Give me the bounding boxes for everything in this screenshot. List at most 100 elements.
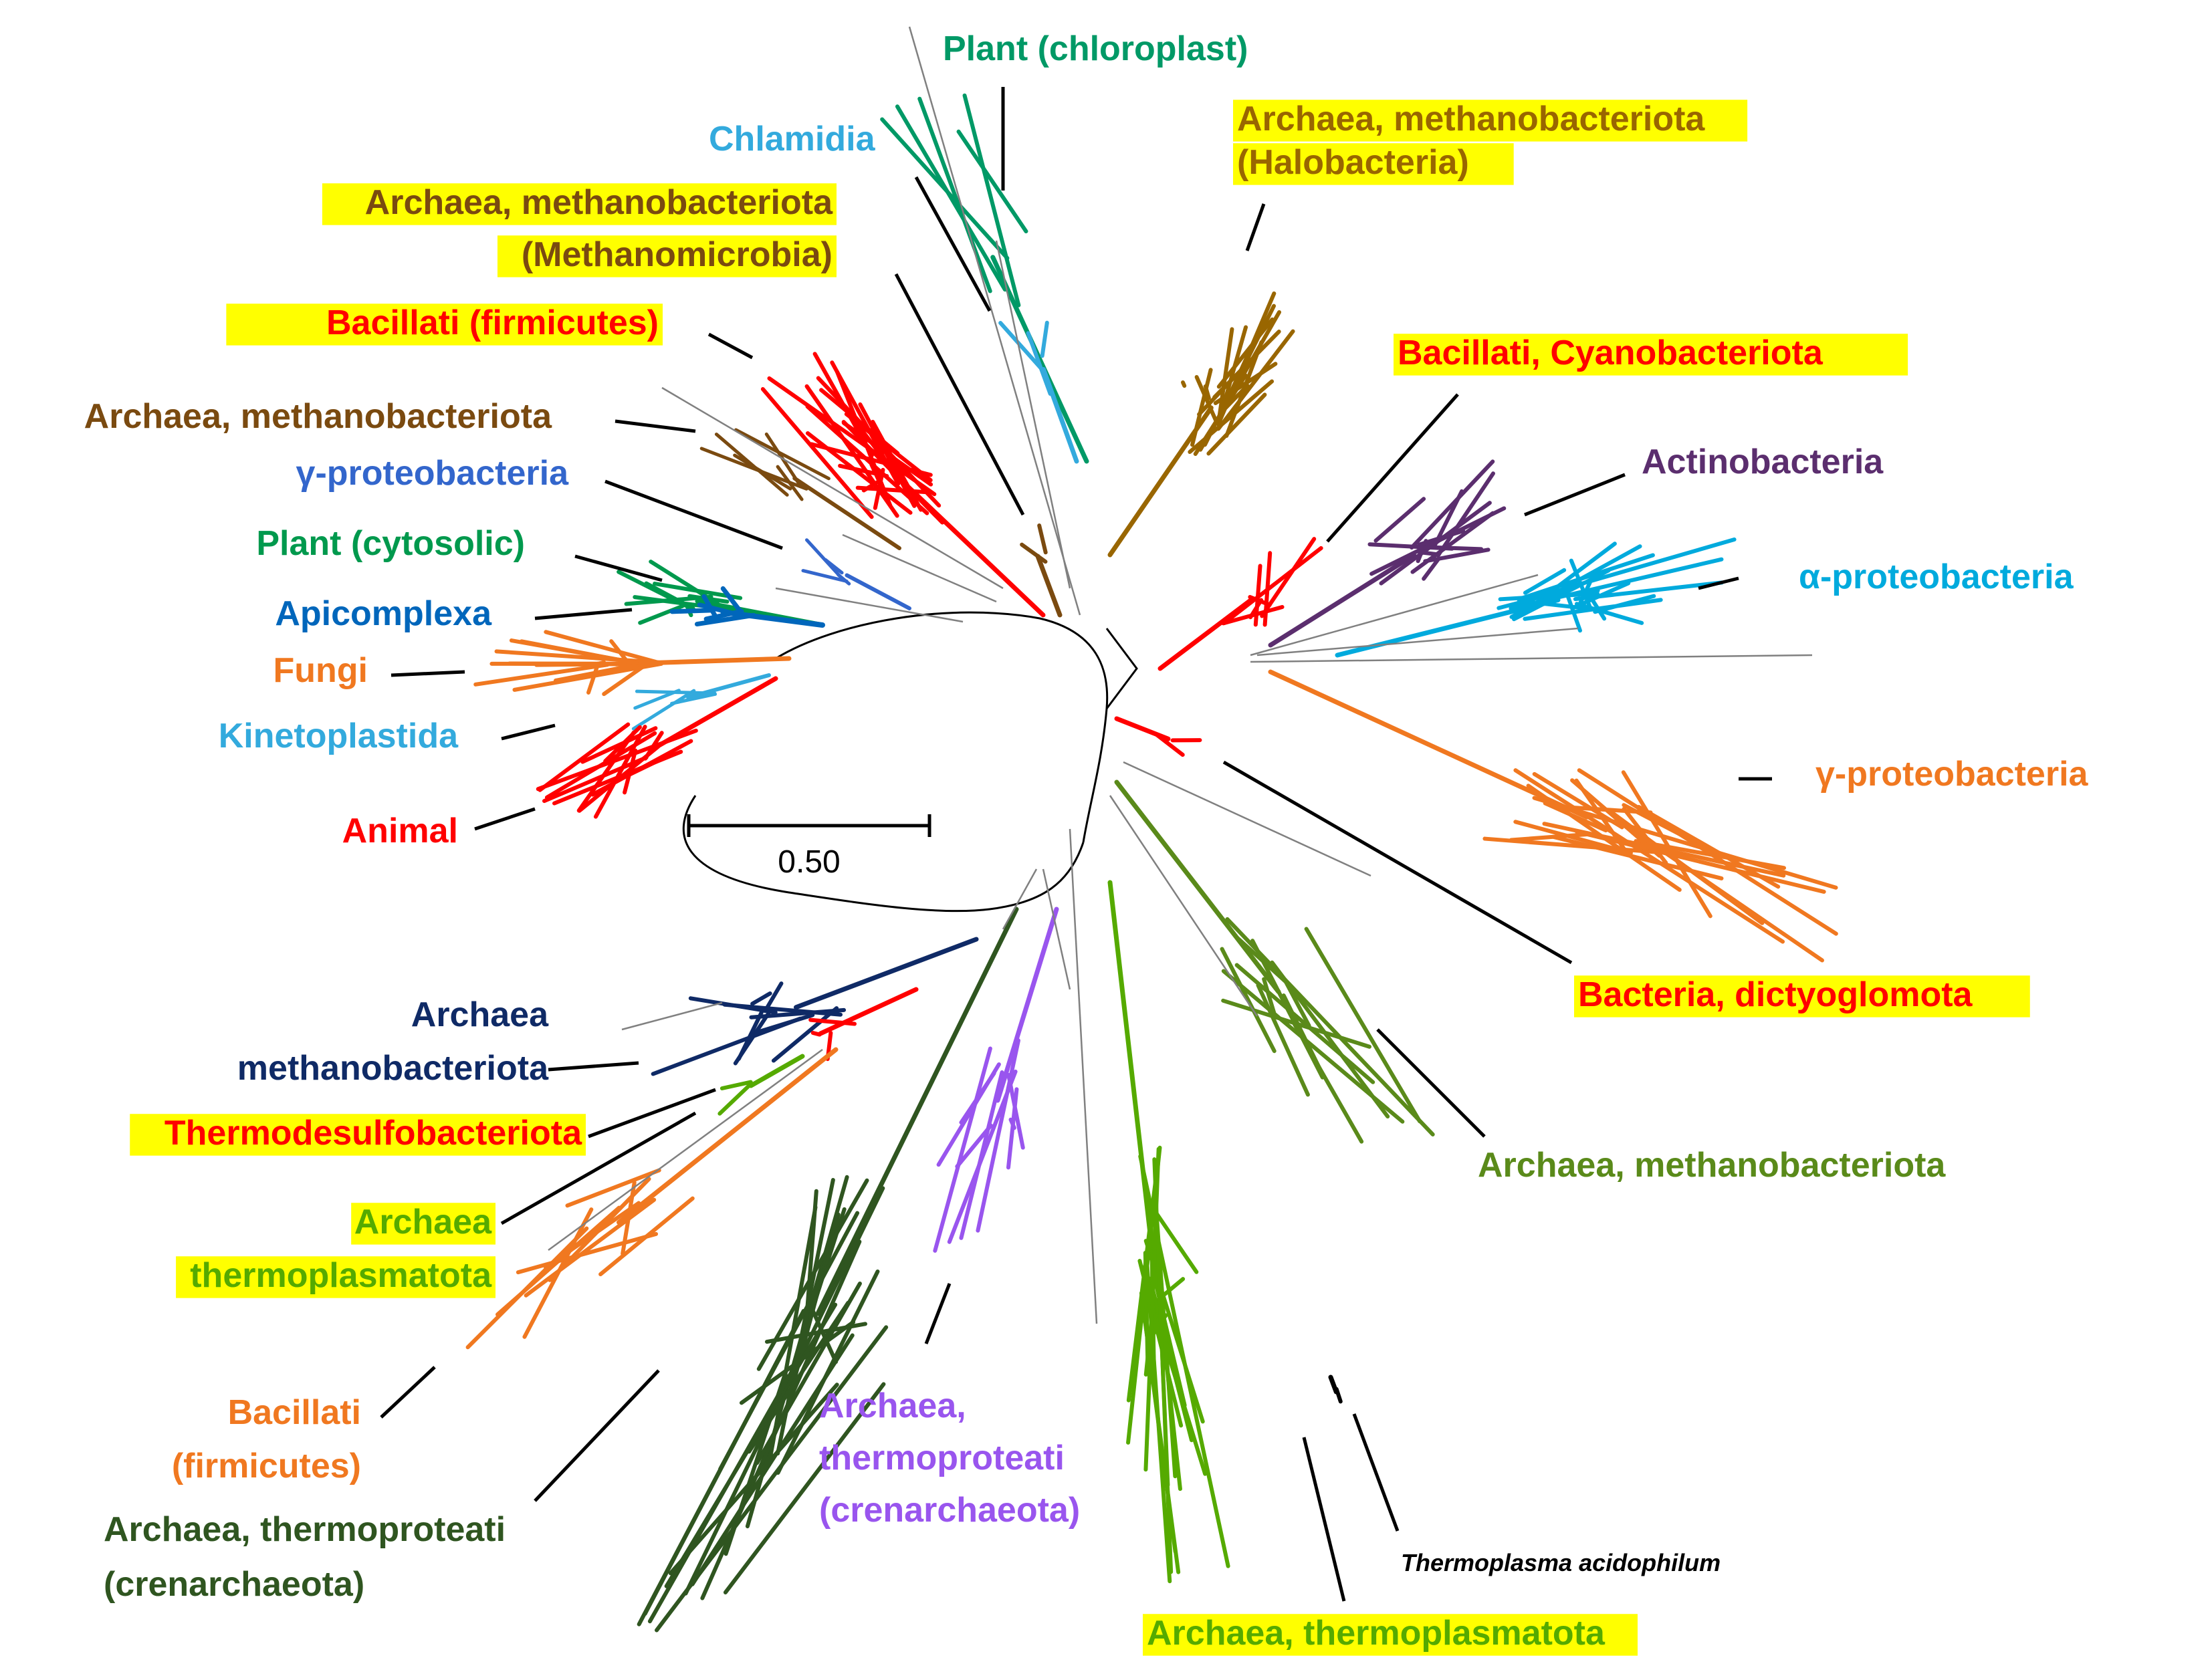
clade-branch — [734, 428, 831, 481]
clade-branch — [1250, 939, 1325, 1080]
clade-branch — [717, 1082, 753, 1116]
clade-label-line: Animal — [342, 812, 458, 850]
clade-branch — [1509, 832, 1593, 842]
clade-label-thermodesulfobacteriota: Thermodesulfobacteriota — [130, 1114, 586, 1156]
clade-branch — [1509, 557, 1724, 611]
leader-line-chlamidia — [914, 176, 992, 312]
label-highlight — [1574, 975, 2030, 1017]
clade-branch — [1216, 329, 1295, 431]
clade-branches-gamma-proteobacteria-left — [801, 538, 911, 610]
clade-branch — [554, 661, 644, 683]
clade-label-line: Archaea, methanobacteriota — [365, 183, 833, 222]
clade-branch — [835, 370, 893, 508]
clade-branches-thermoproteati-purple — [933, 907, 1059, 1253]
clade-branch — [739, 1320, 856, 1405]
clade-stem — [794, 937, 979, 1010]
clade-branch — [1422, 556, 1441, 581]
clade-branch — [956, 129, 1028, 234]
clade-label-line: Fungi — [273, 651, 368, 690]
clade-branch — [1188, 379, 1275, 455]
clade-label-archaea-methanobacteriota-brown: Archaea, methanobacteriota — [84, 397, 552, 436]
clade-label-line: Archaea — [354, 1203, 492, 1241]
clade-branch — [810, 1030, 822, 1037]
outgroup-branch — [548, 1048, 823, 1251]
clade-branch — [858, 402, 917, 508]
clade-branches-animal — [536, 676, 778, 819]
clade-branch — [767, 376, 937, 497]
clade-label-line: (crenarchaeota) — [819, 1491, 1080, 1530]
scale-bar: 0.50 — [687, 814, 931, 880]
clade-branch — [1256, 983, 1310, 1097]
clade-label-thermoproteati-dark: Archaea, thermoproteati(crenarchaeota) — [104, 1510, 506, 1604]
scale-bar-value: 0.50 — [778, 844, 840, 880]
label-highlight — [497, 235, 837, 277]
clade-branch — [1436, 471, 1495, 558]
outgroup-branch — [1002, 868, 1038, 930]
clade-label-actinobacteria: Actinobacteria — [1642, 443, 1884, 481]
outgroup-branch — [1250, 654, 1813, 663]
clade-label-line: Archaea, thermoproteati — [104, 1510, 506, 1549]
clade-label-methanomicrobia: Archaea, methanobacteriota(Methanomicrob… — [322, 183, 837, 277]
clade-branches-methanomicrobia — [1020, 523, 1063, 618]
clade-branch — [1037, 523, 1048, 555]
clade-label-thermoplasma-acidophilum: Thermoplasma acidophilum — [1401, 1549, 1721, 1576]
clade-branch — [1126, 1145, 1162, 1445]
leader-line-thermoproteati-purple — [924, 1283, 952, 1344]
leader-line-archaea-methanobacteriota-olive — [1376, 1028, 1486, 1138]
clade-branch — [1194, 375, 1218, 423]
clade-branch — [1153, 732, 1185, 757]
clade-label-line: Archaea, methanobacteriota — [1237, 100, 1705, 138]
clade-branch — [544, 630, 664, 666]
clade-branch — [1518, 553, 1655, 601]
clade-label-plant-cytosolic: Plant (cytosolic) — [256, 524, 525, 563]
clade-label-gamma-proteobacteria-right: γ-proteobacteria — [1815, 755, 2089, 794]
leader-line-archaea-methanobacteriota-brown — [615, 419, 696, 433]
clade-stem — [1035, 554, 1063, 618]
clade-branch — [1149, 1203, 1199, 1274]
clade-branch — [1222, 546, 1323, 625]
clade-branch — [1040, 320, 1049, 358]
clade-branch — [1181, 380, 1187, 388]
clade-branch — [1143, 1147, 1161, 1472]
clade-branch — [1577, 768, 1838, 936]
clade-label-line: Plant (chloroplast) — [943, 29, 1248, 68]
clade-branch — [1575, 602, 1644, 625]
clade-branches-thermoproteati-dark — [637, 907, 1019, 1633]
clade-branch — [1304, 927, 1422, 1124]
outgroup-branch — [995, 240, 1071, 589]
clade-stem — [818, 987, 919, 1036]
clade-stem — [748, 1054, 805, 1088]
leader-line-methanomicrobia — [894, 273, 1025, 516]
clade-branch — [536, 728, 698, 792]
clade-stem — [845, 573, 911, 610]
clade-stem — [1107, 880, 1157, 1271]
clade-stem — [1114, 779, 1281, 994]
clade-label-archaea-thermoplasmatota-bottom: Archaea, thermoplasmatota — [1143, 1614, 1638, 1656]
clade-branch — [631, 689, 696, 731]
clade-branch — [808, 1017, 857, 1026]
clade-branch — [1220, 947, 1277, 1054]
clade-branch — [638, 604, 685, 625]
tree-backbone — [775, 611, 1109, 843]
clade-branch — [747, 1300, 851, 1454]
clade-branch — [714, 433, 789, 497]
clade-branch — [804, 538, 843, 579]
clade-branches-actinobacteria — [1268, 459, 1507, 648]
clade-label-line: Thermoplasma acidophilum — [1401, 1549, 1721, 1576]
clade-branch — [1517, 598, 1594, 612]
clade-branch — [697, 602, 738, 616]
clade-branches-bacteria-dictyoglomota — [1114, 716, 1202, 757]
clade-branches-thermoplasma-acidophilum — [1328, 1374, 1343, 1404]
clade-branch — [542, 755, 649, 804]
clade-branch — [635, 689, 717, 695]
label-highlight — [1143, 1614, 1638, 1656]
clade-label-line: thermoplasmatota — [190, 1256, 492, 1295]
outgroup-branch — [842, 533, 997, 603]
label-highlight — [1233, 143, 1514, 185]
leader-line-thermodesulfobacteriota — [588, 1088, 716, 1138]
leader-line-bacillati-firmicutes-bottom — [380, 1366, 436, 1419]
clade-label-line: Archaea, methanobacteriota — [84, 397, 552, 436]
clade-branch — [580, 726, 658, 764]
clade-stem — [1268, 669, 1589, 820]
clade-branches-archaea-thermoplasmatota-bottom — [1107, 880, 1230, 1584]
